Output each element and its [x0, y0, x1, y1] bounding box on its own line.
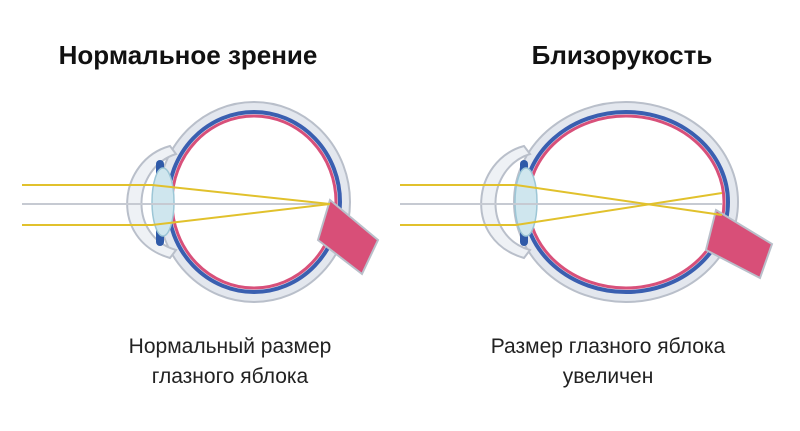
panel-normal-vision: Нормальное зрение Нормальный размер глаз… [22, 40, 380, 388]
light-ray-top [400, 184, 723, 216]
panel-caption: Размер глазного яблока увеличен [408, 332, 800, 392]
caption-line-2: увеличен [562, 365, 654, 388]
lens [514, 167, 538, 237]
eye-diagram-normal [22, 101, 380, 303]
panel-caption: Нормальный размер глазного яблока [30, 332, 430, 392]
caption-line-2: глазного яблока [151, 365, 309, 388]
optic-nerve [704, 208, 774, 280]
cornea [480, 144, 532, 260]
panel-title: Близорукость [531, 40, 713, 70]
light-ray-top [22, 184, 331, 205]
panel-myopia: Близорукость Размер глазного яблока увел… [400, 0, 800, 431]
eye-diagram-myopia [400, 101, 774, 303]
lens [151, 167, 175, 237]
panel-title: Нормальное зрение [58, 40, 318, 70]
cornea [126, 144, 178, 260]
light-ray-bottom [400, 192, 723, 226]
caption-line-1: Размер глазного яблока [490, 335, 726, 358]
light-ray-bottom [22, 203, 331, 226]
caption-line-1: Нормальный размер [128, 335, 332, 358]
optic-nerve [316, 198, 380, 276]
